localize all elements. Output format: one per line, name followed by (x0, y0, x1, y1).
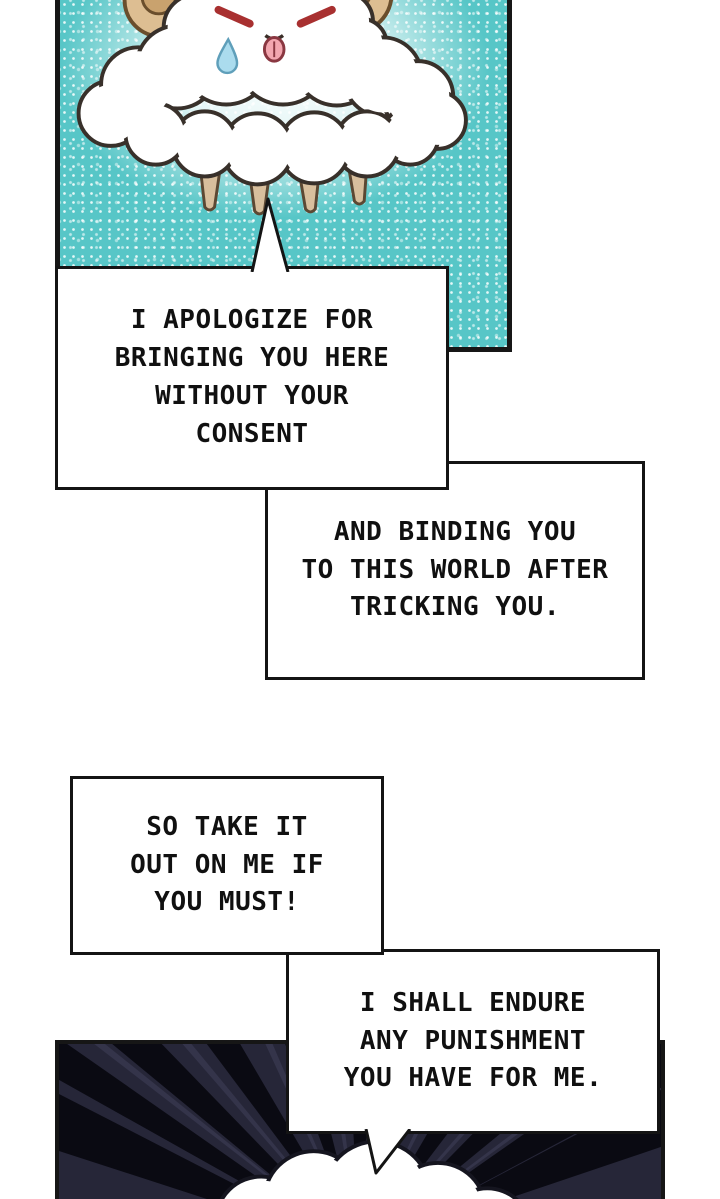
speech-bubble-4: I SHALL ENDURE ANY PUNISHMENT YOU HAVE F… (286, 949, 660, 1134)
speech-bubble-1-tail (246, 196, 294, 273)
speech-bubble-4-tail (362, 1128, 414, 1175)
speech-bubble-2-text: AND BINDING YOU TO THIS WORLD AFTER TRIC… (301, 516, 609, 623)
speech-bubble-2: AND BINDING YOU TO THIS WORLD AFTER TRIC… (265, 461, 645, 680)
speech-bubble-1: I APOLOGIZE FOR BRINGING YOU HERE WITHOU… (55, 266, 449, 490)
panel-sheep (55, 0, 512, 352)
speech-bubble-4-text: I SHALL ENDURE ANY PUNISHMENT YOU HAVE F… (343, 987, 603, 1094)
speech-bubble-1-text: I APOLOGIZE FOR BRINGING YOU HERE WITHOU… (114, 305, 390, 449)
sweat-drop-icon (216, 36, 239, 75)
speech-bubble-3: SO TAKE IT OUT ON ME IF YOU MUST! (70, 776, 384, 955)
sheep-eye-right (296, 5, 336, 28)
sheep-eye-left (214, 5, 254, 28)
sheep-face (212, 0, 336, 79)
speech-bubble-3-text: SO TAKE IT OUT ON ME IF YOU MUST! (130, 811, 324, 918)
sheep-character (76, 0, 468, 216)
